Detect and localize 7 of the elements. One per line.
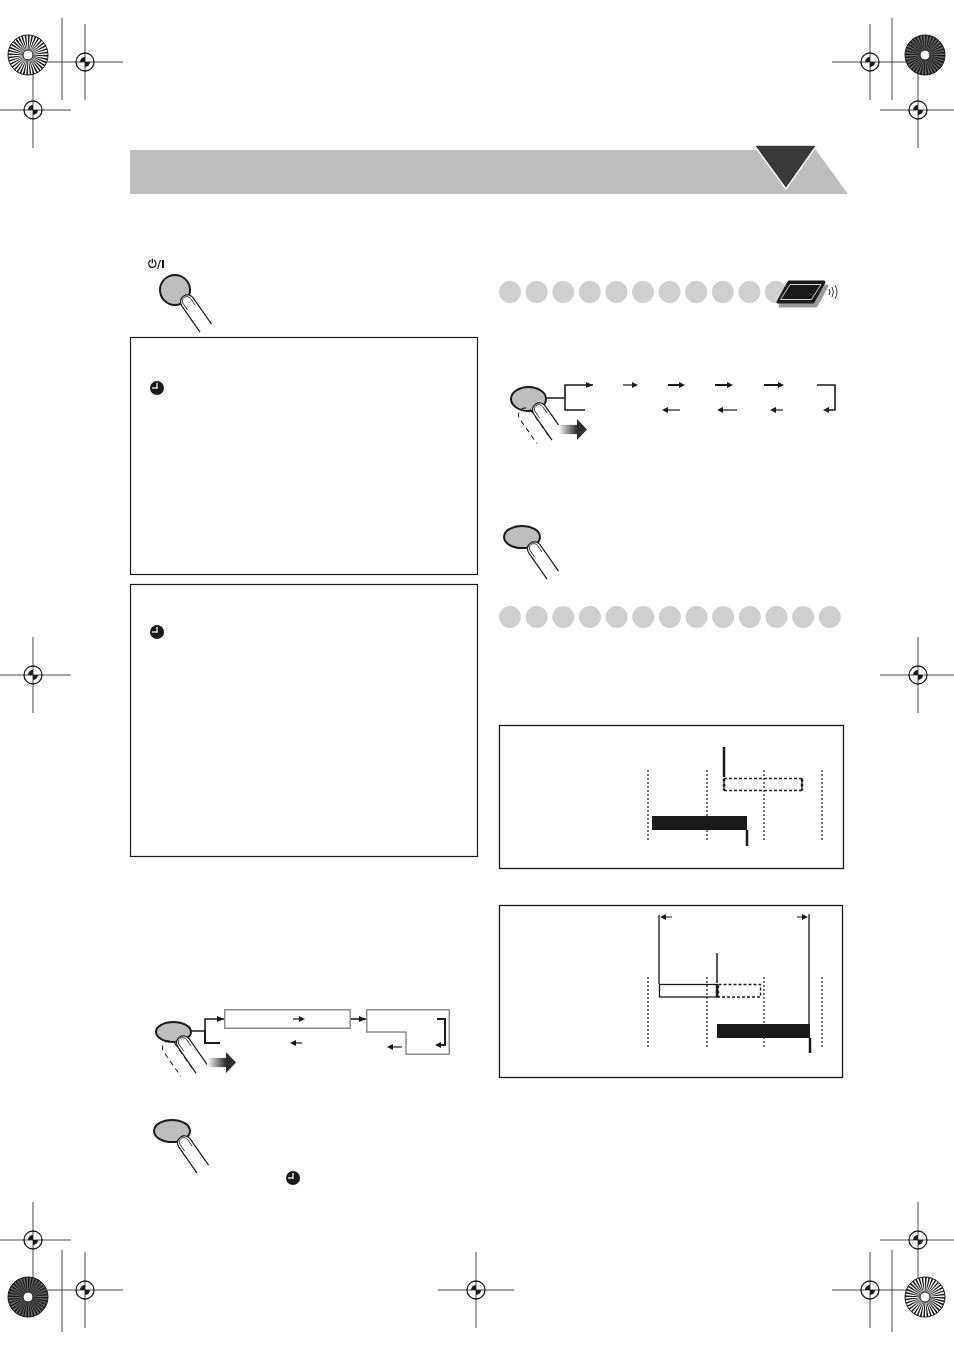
oval-push-button bbox=[509, 386, 547, 412]
connector-arrow bbox=[545, 382, 594, 399]
connector-arrow bbox=[350, 1016, 367, 1022]
power-symbol-label: ⏻/I bbox=[148, 259, 166, 271]
flow-box bbox=[224, 1009, 351, 1029]
connector-arrow bbox=[190, 1016, 225, 1032]
l-shaped-flow-box bbox=[366, 1009, 450, 1055]
